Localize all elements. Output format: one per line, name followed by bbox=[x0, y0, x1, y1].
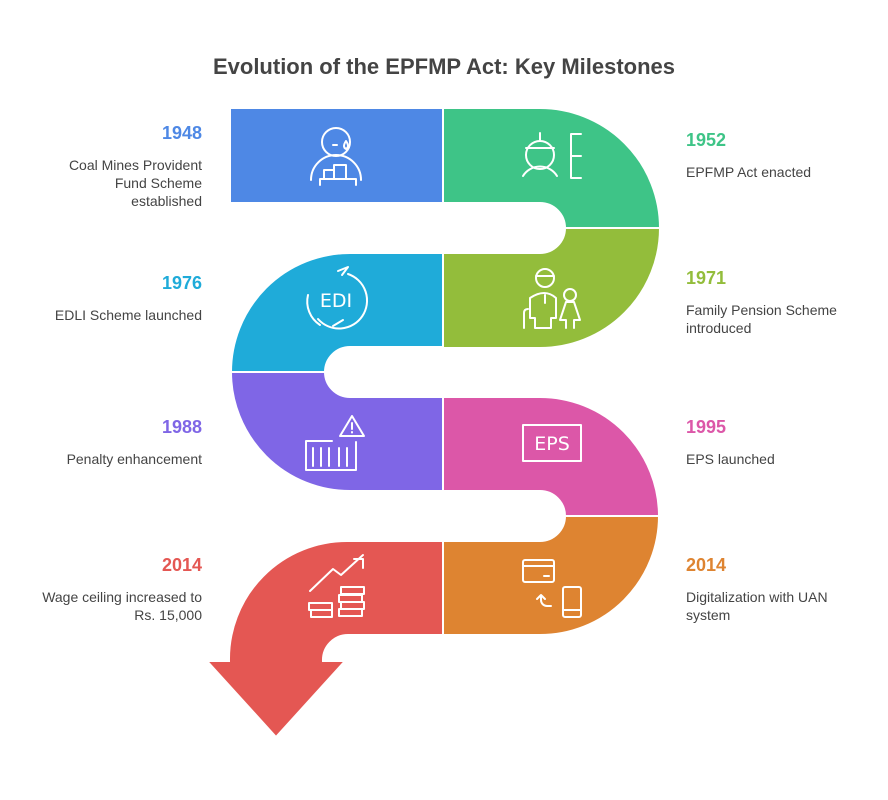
milestone-year: 1971 bbox=[686, 268, 727, 288]
card-phone-icon bbox=[522, 559, 582, 618]
warning-fence-icon bbox=[305, 415, 365, 471]
milestone-2014-wage: 2014 Wage ceiling increased to Rs. 15,00… bbox=[12, 555, 202, 624]
milestone-1952: 1952 EPFMP Act enacted bbox=[686, 130, 876, 181]
milestone-desc: Wage ceiling increased to Rs. 15,000 bbox=[42, 589, 202, 623]
milestone-year: 1988 bbox=[161, 417, 202, 437]
milestone-year: 2014 bbox=[161, 555, 202, 575]
milestone-1976: 1976 EDLI Scheme launched bbox=[12, 273, 202, 324]
milestone-desc: EPFMP Act enacted bbox=[686, 164, 812, 180]
edli-cycle-icon: EDI bbox=[306, 266, 369, 330]
segment-2014-uan bbox=[442, 515, 661, 636]
worker-boxes-icon bbox=[310, 127, 362, 186]
milestone-desc: Coal Mines Provident Fund Scheme establi… bbox=[68, 157, 202, 209]
eps-sign-icon: EPS bbox=[522, 424, 582, 462]
milestone-year: 1995 bbox=[686, 417, 727, 437]
milestone-desc: Family Pension Scheme introduced bbox=[686, 302, 837, 336]
milestone-1971: 1971 Family Pension Scheme introduced bbox=[686, 268, 876, 337]
milestone-year: 1976 bbox=[161, 273, 202, 293]
milestone-desc: EDLI Scheme launched bbox=[54, 307, 202, 323]
family-icon bbox=[523, 268, 581, 329]
milestone-year: 1948 bbox=[161, 123, 202, 143]
segment-1952 bbox=[442, 107, 662, 229]
milestone-2014-uan: 2014 Digitalization with UAN system bbox=[686, 555, 876, 624]
worker-law-icon bbox=[522, 132, 582, 179]
segment-1976 bbox=[229, 252, 444, 373]
milestone-1988: 1988 Penalty enhancement bbox=[12, 417, 202, 468]
milestone-1995: 1995 EPS launched bbox=[686, 417, 876, 468]
milestone-desc: Digitalization with UAN system bbox=[686, 589, 828, 623]
milestone-year: 1952 bbox=[686, 130, 727, 150]
segment-1971 bbox=[442, 227, 662, 349]
segment-1995 bbox=[442, 396, 661, 517]
milestone-desc: Penalty enhancement bbox=[66, 451, 202, 467]
milestone-year: 2014 bbox=[686, 555, 727, 575]
segment-2014-wage-arrow bbox=[204, 540, 444, 739]
milestone-1948: 1948 Coal Mines Provident Fund Scheme es… bbox=[12, 123, 202, 210]
milestone-desc: EPS launched bbox=[686, 451, 775, 467]
page-title: Evolution of the EPFMP Act: Key Mileston… bbox=[212, 54, 676, 79]
segment-1988 bbox=[229, 371, 444, 492]
growth-coins-icon bbox=[308, 554, 365, 618]
edli-icon-text: EDI bbox=[320, 290, 352, 312]
eps-icon-text: EPS bbox=[534, 433, 570, 455]
